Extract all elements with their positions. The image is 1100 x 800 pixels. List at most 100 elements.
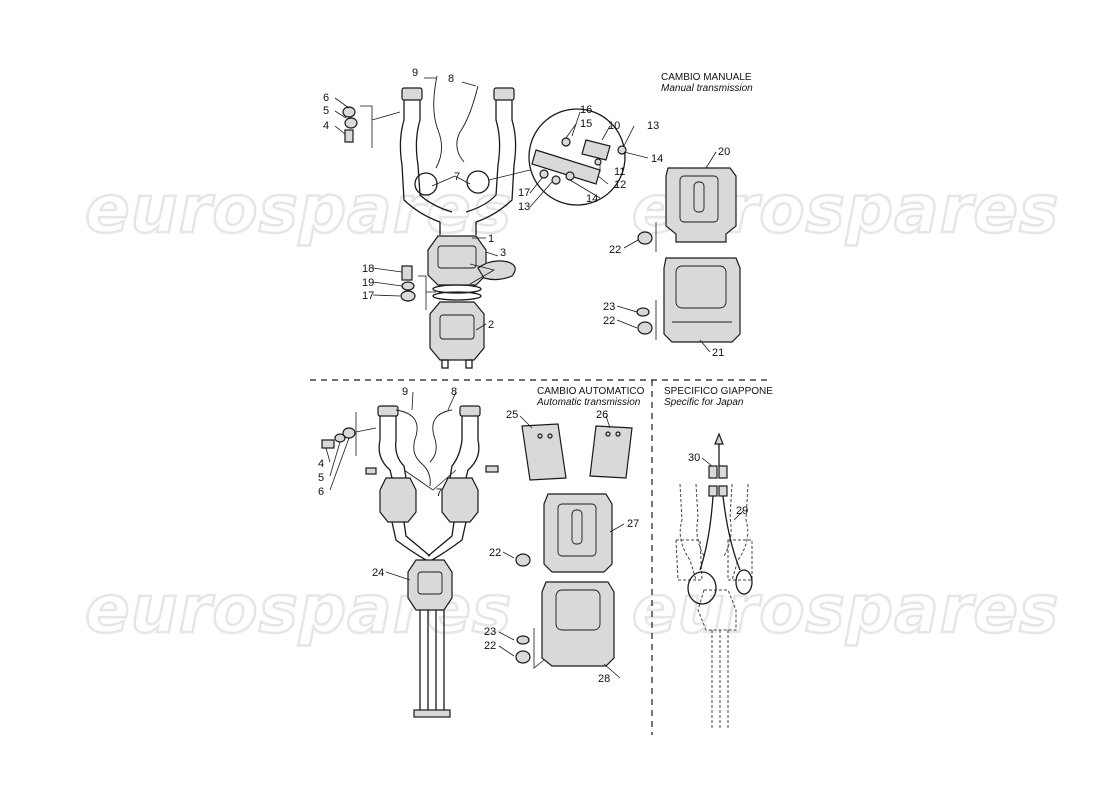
connector-icon <box>718 465 728 479</box>
right-downpipe-inner <box>465 416 480 479</box>
callout-label: 5 <box>323 105 329 117</box>
section-subtitle: Specific for Japan <box>664 397 744 408</box>
heat-shield-lower <box>663 257 741 343</box>
leader-bracket <box>533 628 545 669</box>
side-shield-right <box>589 425 633 479</box>
callout-label: 9 <box>402 386 408 398</box>
nut-icon <box>637 321 653 335</box>
washer-icon <box>516 635 530 645</box>
callout-label: 27 <box>627 518 639 530</box>
rivet-icon <box>537 433 543 439</box>
watermark: eurospares <box>85 171 512 248</box>
bolt-set <box>400 265 436 310</box>
rivet-icon <box>547 433 553 439</box>
callout-label: 30 <box>688 452 700 464</box>
washer-icon <box>551 175 561 185</box>
heat-shield <box>665 167 737 243</box>
detail-magnifier <box>488 108 627 206</box>
exhaust-flange <box>493 87 515 101</box>
heat-shield-lower <box>541 581 615 667</box>
callout-label: 5 <box>318 472 324 484</box>
catalytic-converter <box>429 301 485 361</box>
left-downpipe <box>399 100 441 223</box>
connector-icon <box>708 465 718 479</box>
exhaust-flange <box>459 405 481 417</box>
section-header-manual: CAMBIO MANUALE Manual transmission <box>661 72 753 94</box>
merge-pipe <box>427 521 467 561</box>
callout-label: 25 <box>506 409 518 421</box>
connector-icon <box>708 485 718 497</box>
left-downpipe-inner <box>395 416 407 479</box>
shield-panel <box>557 503 597 557</box>
sensor-wire <box>456 85 479 163</box>
callout-label: 6 <box>323 92 329 104</box>
catalytic-converter <box>441 477 479 523</box>
lambda-sensor <box>485 465 499 473</box>
right-downpipe-inner <box>475 100 517 223</box>
washer-icon <box>636 307 650 317</box>
screw-icon <box>594 158 602 166</box>
callout-label: 4 <box>323 120 329 132</box>
exhaust-flange <box>401 87 423 101</box>
tailpipe-stub <box>441 359 449 369</box>
phantom-pipe <box>679 483 705 581</box>
callout-label: 13 <box>647 120 659 132</box>
pipe-junction <box>439 222 477 235</box>
heat-shield <box>663 257 741 343</box>
callout-label: 29 <box>736 505 748 517</box>
converter-shield <box>437 245 477 269</box>
callout-label: 11 <box>614 166 625 178</box>
bracket-plate <box>531 149 601 185</box>
leader-bracket <box>360 105 401 148</box>
phantom-pipe <box>723 483 749 581</box>
callout-label: 22 <box>484 640 496 652</box>
callout-label: 28 <box>598 673 610 685</box>
callout-label: 15 <box>580 118 592 130</box>
bolt-icon <box>321 439 335 449</box>
rivet-icon <box>615 431 621 437</box>
shield-panel <box>679 175 719 223</box>
catalytic-converter <box>379 477 417 523</box>
bolt-icon <box>401 265 413 281</box>
callout-leaders <box>325 77 745 679</box>
callout-label: 21 <box>712 347 724 359</box>
right-downpipe <box>449 416 463 479</box>
nut-icon <box>617 145 627 155</box>
screw-icon <box>561 137 571 147</box>
callout-labels-automatic: 9 8 4 5 6 7 24 25 26 27 22 23 22 28 <box>318 386 639 685</box>
merge-pipe <box>391 521 431 561</box>
washer-icon <box>342 427 356 439</box>
callout-label: 14 <box>586 193 598 205</box>
nut-icon <box>539 169 549 179</box>
nut-set <box>636 222 657 340</box>
bolt-icon <box>344 129 354 143</box>
automatic-exhaust-assembly <box>365 405 499 718</box>
section-title: CAMBIO MANUALE <box>661 72 752 83</box>
nut-icon <box>637 231 653 245</box>
harness-cable <box>699 495 741 571</box>
harness-loop <box>735 569 753 595</box>
silencer <box>407 559 453 611</box>
heat-shield-upper <box>665 167 737 243</box>
gasket <box>432 284 482 294</box>
tailpipe-stub <box>465 359 473 369</box>
left-downpipe <box>378 416 393 479</box>
callout-label: 7 <box>454 171 460 183</box>
phantom-silencer <box>697 589 737 631</box>
shield-slot <box>693 181 705 213</box>
heat-shield <box>543 493 613 573</box>
section-header-automatic: CAMBIO AUTOMATICO Automatic transmission <box>536 386 645 408</box>
section-header-japan: SPECIFICO GIAPPONE Specific for Japan <box>664 386 773 408</box>
callout-label: 22 <box>609 244 621 256</box>
heat-shield <box>589 425 633 479</box>
converter-shield <box>439 314 475 340</box>
callout-labels-japan: 30 29 <box>688 452 748 517</box>
callout-label: 3 <box>500 247 506 259</box>
section-title: SPECIFICO GIAPPONE <box>664 386 773 397</box>
callout-label: 7 <box>436 487 442 499</box>
sensor-wire <box>395 409 431 487</box>
rivet-icon <box>605 431 611 437</box>
callout-label: 8 <box>451 386 457 398</box>
callout-label: 4 <box>318 458 324 470</box>
